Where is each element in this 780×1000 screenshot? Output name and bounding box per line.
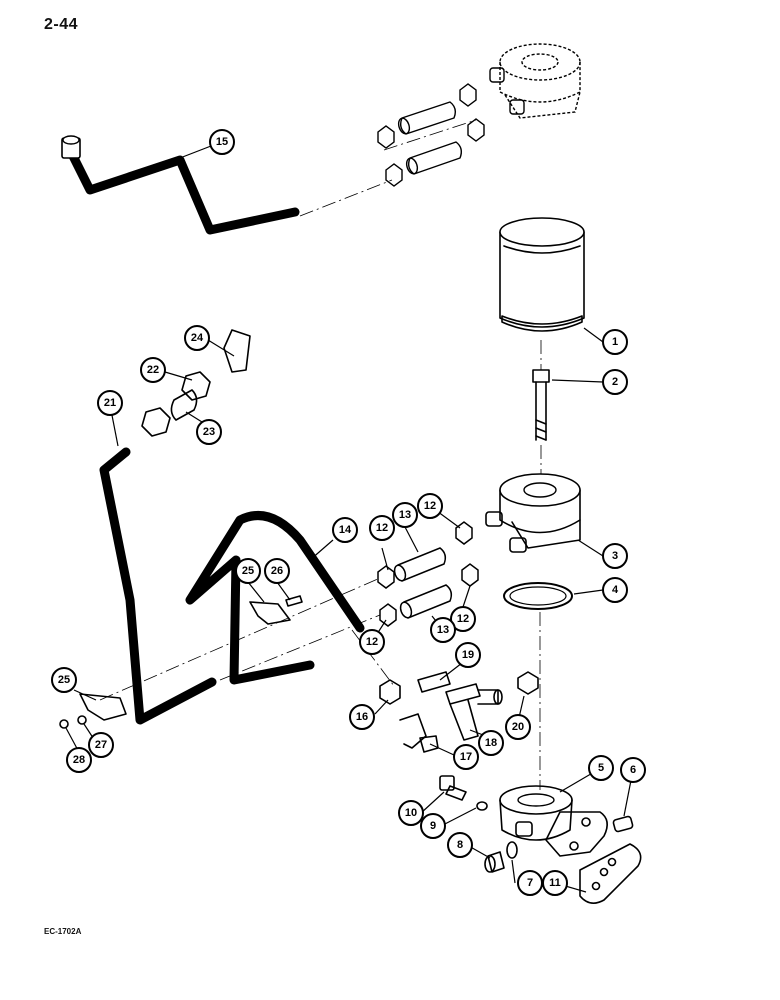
- svg-text:6: 6: [630, 764, 636, 776]
- callout-17: 17: [453, 744, 479, 770]
- callout-2: 2: [602, 369, 628, 395]
- callout-15: 15: [209, 129, 235, 155]
- callout-21: 21: [97, 390, 123, 416]
- callout-11: 11: [542, 870, 568, 896]
- callout-25-lower: 25: [51, 667, 77, 693]
- callout-6: 6: [620, 757, 646, 783]
- callout-8: 8: [447, 832, 473, 858]
- callout-5: 5: [588, 755, 614, 781]
- callout-13-top: 13: [392, 502, 418, 528]
- svg-text:12: 12: [457, 613, 469, 625]
- hose-assembly: [141, 329, 251, 437]
- oil-cooler: [485, 473, 581, 553]
- callout-27: 27: [88, 732, 114, 758]
- callout-24: 24: [184, 325, 210, 351]
- svg-text:13: 13: [399, 509, 411, 521]
- figure-code: EC-1702A: [44, 927, 82, 936]
- svg-text:9: 9: [430, 820, 436, 832]
- callout-12-top-right: 12: [417, 493, 443, 519]
- callout-14: 14: [332, 517, 358, 543]
- filter-base: [499, 785, 608, 857]
- svg-text:21: 21: [104, 397, 116, 409]
- svg-text:25: 25: [58, 674, 70, 686]
- svg-text:12: 12: [376, 522, 388, 534]
- callout-18: 18: [478, 730, 504, 756]
- svg-text:28: 28: [73, 754, 85, 766]
- svg-text:19: 19: [462, 649, 474, 661]
- fittings: [379, 671, 539, 753]
- svg-text:22: 22: [147, 364, 159, 376]
- gasket: [579, 843, 642, 904]
- svg-text:18: 18: [485, 737, 497, 749]
- svg-text:14: 14: [339, 524, 352, 536]
- hose-clamps: [377, 521, 479, 627]
- oil-filter: [499, 217, 585, 332]
- callout-23: 23: [196, 419, 222, 445]
- svg-text:15: 15: [216, 136, 228, 148]
- svg-text:2: 2: [612, 376, 618, 388]
- page-number: 2-44: [44, 16, 79, 33]
- filter-stud: [532, 369, 550, 441]
- clip-lower: [79, 693, 127, 721]
- svg-text:1: 1: [612, 336, 618, 348]
- tube-21: [99, 447, 217, 725]
- callout-12-bottom-left: 12: [359, 629, 385, 655]
- svg-text:11: 11: [549, 877, 561, 889]
- callout-25-upper: 25: [235, 558, 261, 584]
- svg-text:8: 8: [457, 839, 463, 851]
- callout-12-top-left: 12: [369, 515, 395, 541]
- svg-text:12: 12: [424, 500, 436, 512]
- callout-9: 9: [420, 813, 446, 839]
- svg-text:27: 27: [95, 739, 107, 751]
- callout-28: 28: [66, 747, 92, 773]
- callout-12-bottom-right: 12: [450, 606, 476, 632]
- callout-3: 3: [602, 543, 628, 569]
- callout-19: 19: [455, 642, 481, 668]
- svg-text:7: 7: [527, 877, 533, 889]
- svg-text:23: 23: [203, 426, 215, 438]
- svg-text:13: 13: [437, 624, 449, 636]
- svg-text:17: 17: [460, 751, 472, 763]
- callout-26: 26: [264, 558, 290, 584]
- svg-text:5: 5: [598, 762, 604, 774]
- pipe-15: [61, 135, 300, 235]
- callout-7: 7: [517, 870, 543, 896]
- svg-text:3: 3: [612, 550, 618, 562]
- callout-4: 4: [602, 577, 628, 603]
- hoses: [393, 547, 453, 619]
- svg-text:4: 4: [612, 584, 619, 596]
- callout-22: 22: [140, 357, 166, 383]
- callout-13-bottom: 13: [430, 617, 456, 643]
- callout-20: 20: [505, 714, 531, 740]
- svg-text:16: 16: [356, 711, 368, 723]
- inset-cooler-assembly: [299, 43, 581, 217]
- callout-10: 10: [398, 800, 424, 826]
- o-ring: [503, 582, 573, 610]
- svg-text:12: 12: [366, 636, 378, 648]
- svg-text:25: 25: [242, 565, 254, 577]
- callout-16: 16: [349, 704, 375, 730]
- svg-text:20: 20: [512, 721, 524, 733]
- callout-1: 1: [602, 329, 628, 355]
- tube-14: [185, 511, 365, 685]
- svg-text:10: 10: [405, 807, 417, 819]
- svg-text:24: 24: [191, 332, 204, 344]
- clip-upper: [249, 601, 291, 625]
- svg-text:26: 26: [271, 565, 283, 577]
